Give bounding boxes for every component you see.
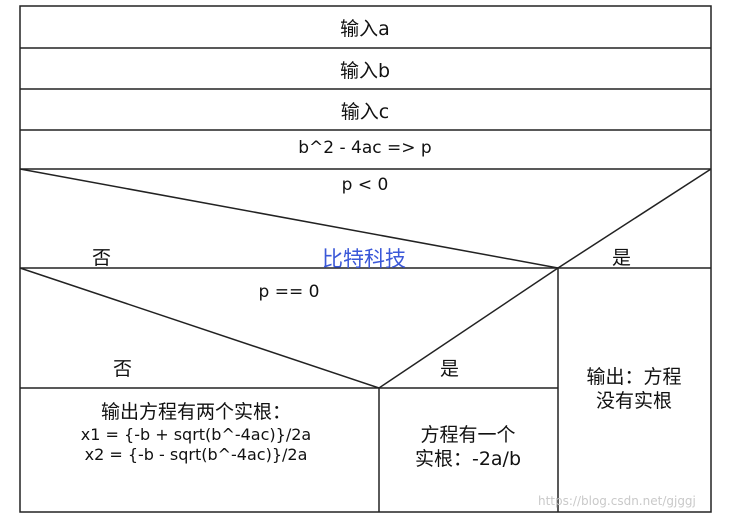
brand-overlay-text: 比特科技	[322, 247, 406, 271]
decision2-no-output: 输出方程有两个实根： x1 = {-b + sqrt(b^-4ac)}/2a x…	[81, 401, 311, 465]
decision1-yes-output-line1: 输出：方程	[586, 366, 682, 388]
decision2-yes-output-line2: 实根：-2a/b	[414, 447, 522, 470]
decision2-yes-output-line1: 方程有一个	[420, 424, 516, 446]
step-input-c: 输入c	[340, 101, 390, 123]
decision2-condition: p == 0	[258, 282, 320, 302]
decision2-yes-output: 方程有一个 实根：-2a/b	[415, 424, 521, 472]
decision1-no-label: 否	[92, 247, 112, 269]
decision2-no-output-line2: x1 = {-b + sqrt(b^-4ac)}/2a	[80, 424, 312, 444]
step-input-b: 输入b	[339, 60, 391, 82]
decision1-condition: p < 0	[341, 175, 389, 195]
decision2-no-output-line1: 输出方程有两个实根：	[100, 401, 292, 423]
decision2-yes-label: 是	[440, 358, 460, 380]
watermark-text: https://blog.csdn.net/gjggj	[538, 494, 696, 508]
step-input-a: 输入a	[340, 18, 390, 40]
decision1-yes-output-line2: 没有实根	[595, 389, 673, 412]
decision2-no-output-line3: x2 = {-b - sqrt(b^-4ac)}/2a	[84, 444, 308, 464]
step-compute-p: b^2 - 4ac => p	[298, 138, 432, 158]
decision1-yes-output: 输出：方程 没有实根	[586, 366, 681, 414]
decision2-no-label: 否	[113, 358, 133, 380]
decision1-yes-label: 是	[612, 247, 632, 269]
